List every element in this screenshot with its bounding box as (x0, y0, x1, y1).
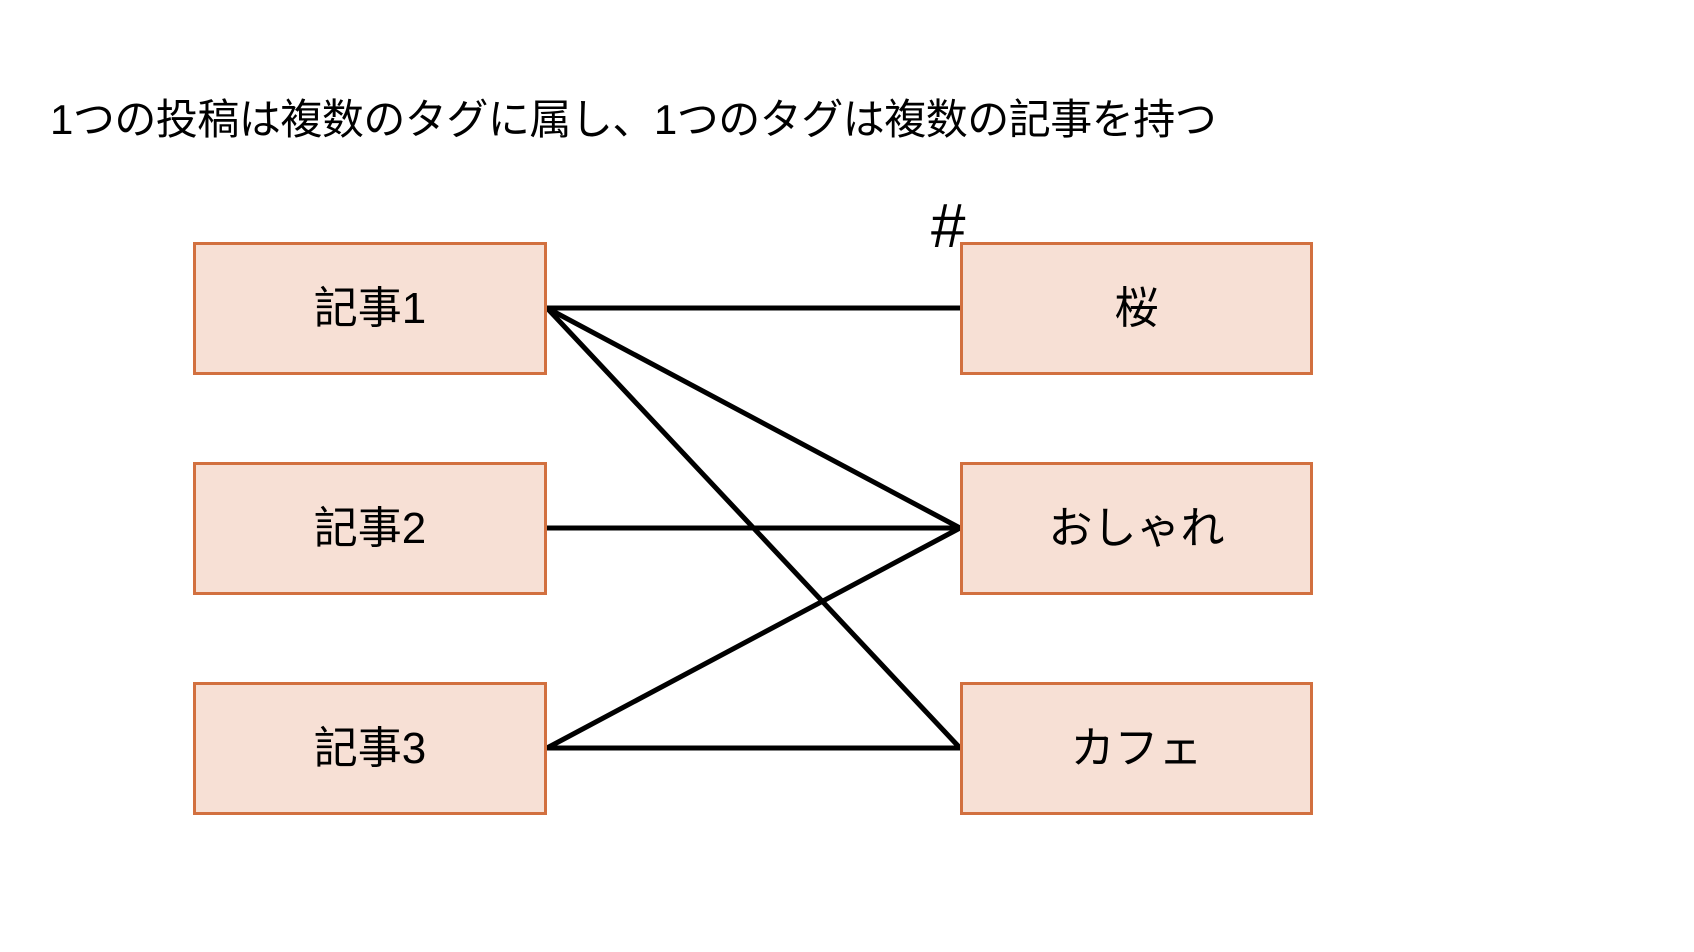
edge-post1-tag3 (545, 306, 962, 750)
node-tag-3[interactable]: カフェ (960, 682, 1313, 815)
node-label: 記事1 (313, 283, 427, 333)
edge-post1-tag2 (545, 305, 962, 531)
page-title: 1つの投稿は複数のタグに属し、1つのタグは複数の記事を持つ (50, 96, 1217, 143)
node-tag-2[interactable]: おしゃれ (960, 462, 1313, 595)
node-post-3[interactable]: 記事3 (193, 682, 547, 815)
node-label: 記事3 (313, 723, 427, 773)
node-label: おしゃれ (1048, 503, 1225, 553)
hash-tag-icon: # (931, 192, 966, 261)
node-post-1[interactable]: 記事1 (193, 242, 547, 375)
node-label: 桜 (1114, 283, 1159, 333)
node-label: 記事2 (313, 503, 427, 553)
node-label: カフェ (1070, 723, 1203, 773)
node-tag-1[interactable]: 桜 (960, 242, 1313, 375)
edge-post3-tag2 (545, 525, 962, 751)
node-post-2[interactable]: 記事2 (193, 462, 547, 595)
